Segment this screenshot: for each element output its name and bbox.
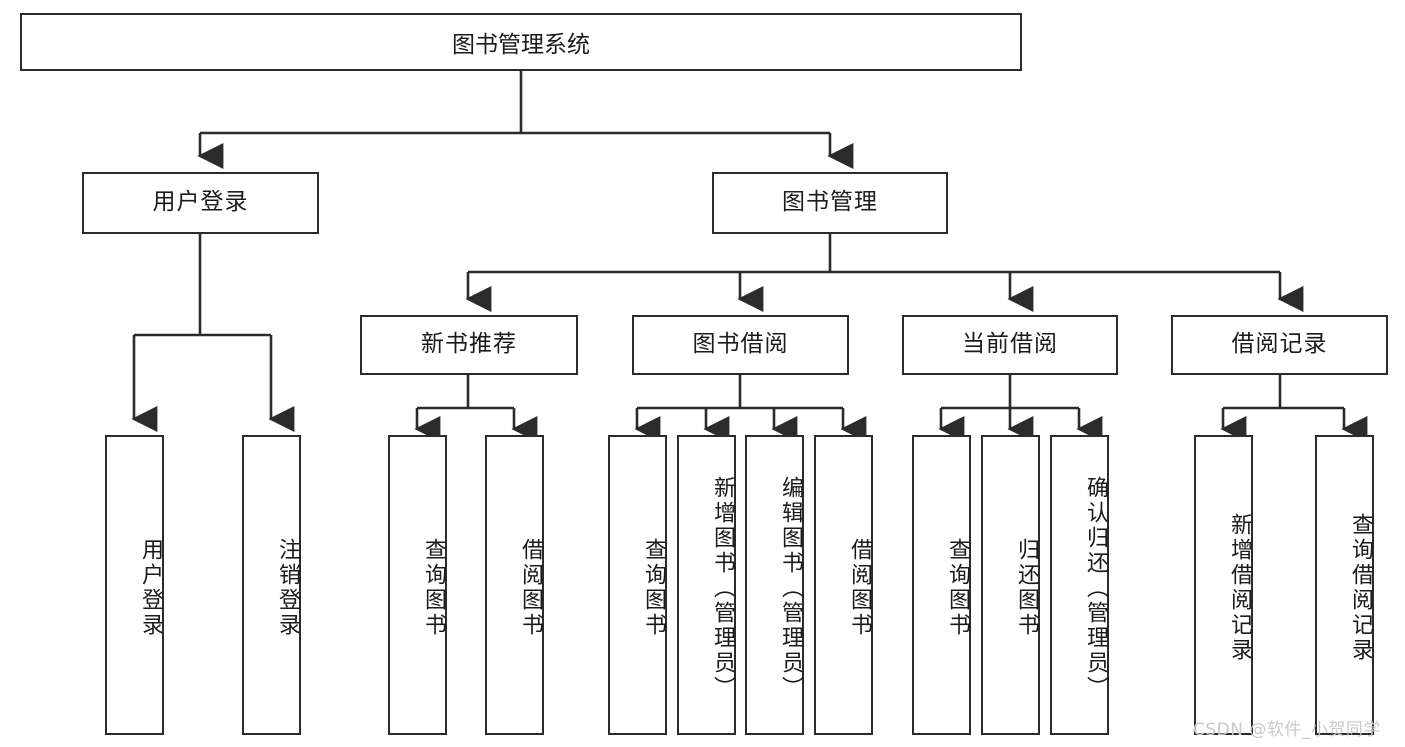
node-root-system[interactable]: 图书管理系统 <box>20 13 1022 71</box>
leaf-add-book-admin[interactable]: 新增图书（管理员） <box>677 435 736 735</box>
leaf-add-borrow-record[interactable]: 新增借阅记录 <box>1194 435 1253 735</box>
csdn-watermark: CSDN @软件_小贺同学 <box>1193 720 1381 740</box>
node-borrow-record[interactable]: 借阅记录 <box>1171 315 1388 375</box>
leaf-borrow-book-recommend[interactable]: 借阅图书 <box>485 435 544 735</box>
node-current-borrow[interactable]: 当前借阅 <box>902 315 1118 375</box>
leaf-query-book-recommend[interactable]: 查询图书 <box>388 435 447 735</box>
leaf-query-book-current[interactable]: 查询图书 <box>912 435 971 735</box>
node-book-borrow[interactable]: 图书借阅 <box>632 315 849 375</box>
leaf-query-book-borrow[interactable]: 查询图书 <box>608 435 667 735</box>
leaf-user-login[interactable]: 用户登录 <box>105 435 164 735</box>
node-user-login[interactable]: 用户登录 <box>82 172 319 234</box>
leaf-logout-login[interactable]: 注销登录 <box>242 435 301 735</box>
leaf-edit-book-admin[interactable]: 编辑图书（管理员） <box>745 435 804 735</box>
leaf-borrow-book[interactable]: 借阅图书 <box>814 435 873 735</box>
leaf-confirm-return-admin[interactable]: 确认归还（管理员） <box>1050 435 1109 735</box>
leaf-return-book[interactable]: 归还图书 <box>981 435 1040 735</box>
node-new-book-recommend[interactable]: 新书推荐 <box>360 315 578 375</box>
leaf-query-borrow-record[interactable]: 查询借阅记录 <box>1315 435 1374 735</box>
node-book-manage[interactable]: 图书管理 <box>712 172 948 234</box>
